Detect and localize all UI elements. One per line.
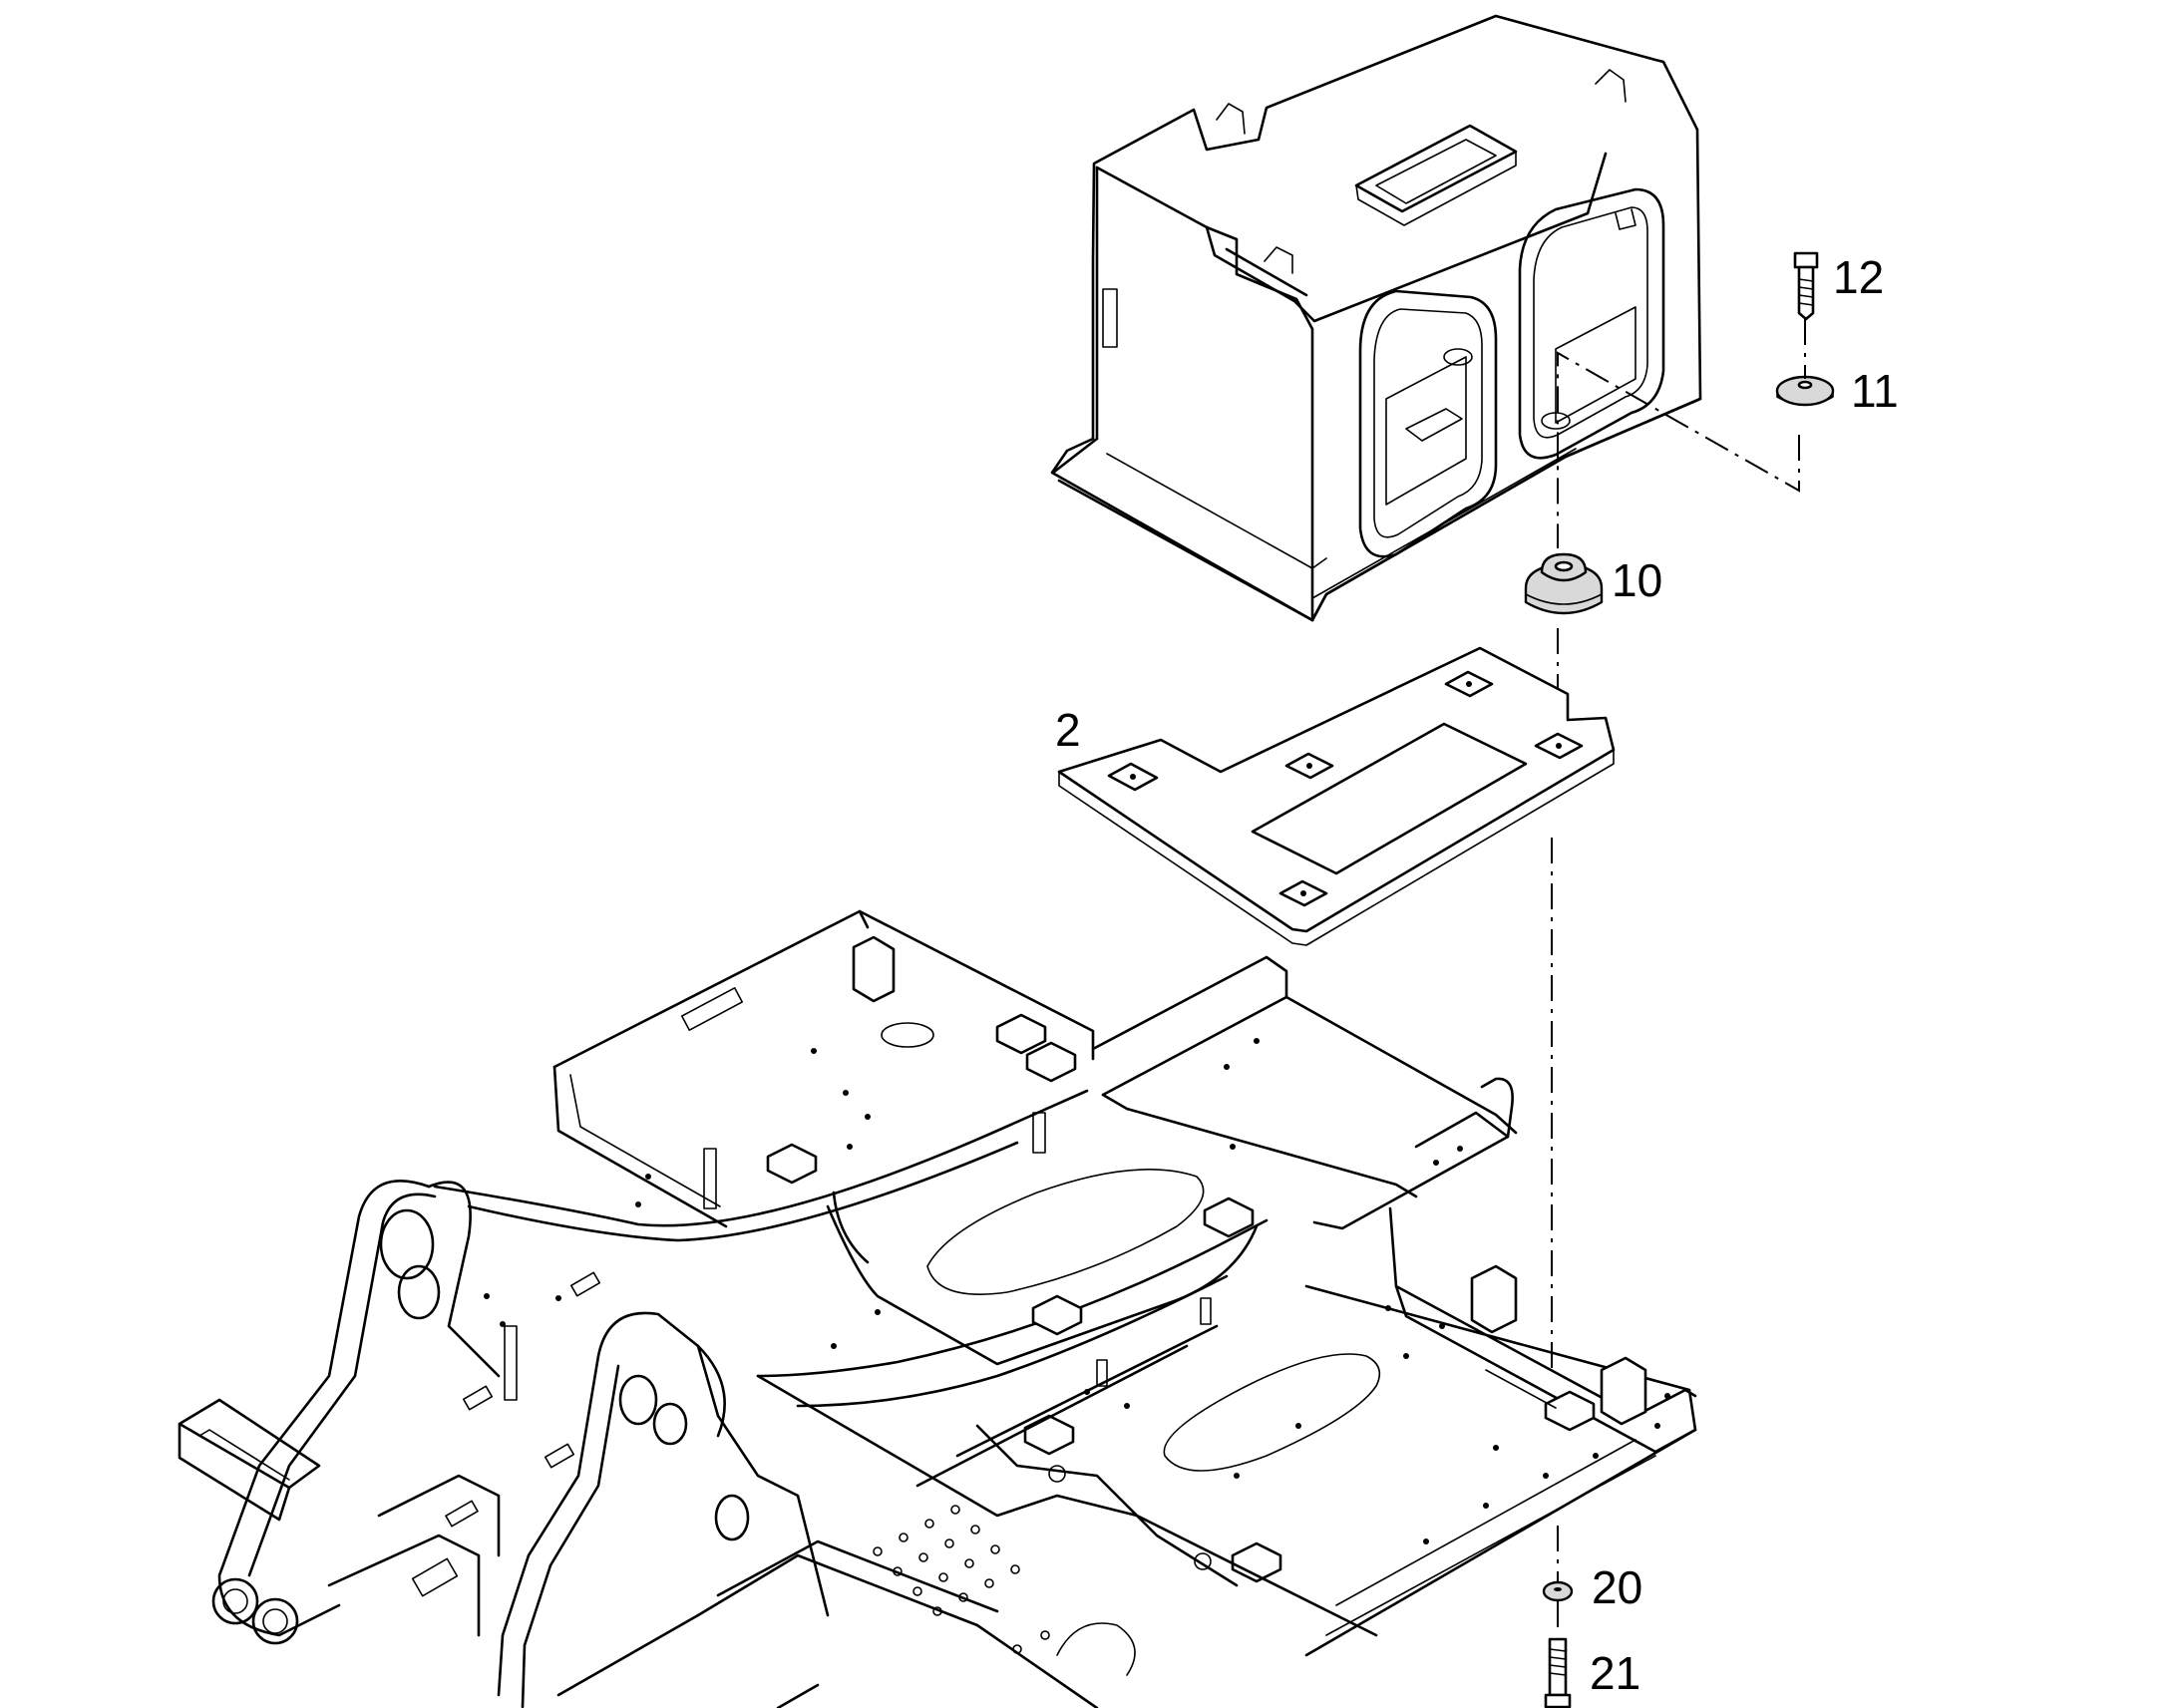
- callout-11: 11: [1851, 365, 1899, 417]
- callout-21: 21: [1590, 1647, 1640, 1699]
- washer-20: [1542, 1580, 1574, 1602]
- callout-20: 20: [1592, 1561, 1642, 1613]
- frame-holes: [484, 1038, 1670, 1544]
- callout-2: 2: [1055, 704, 1081, 756]
- rubber-mount-10: [1524, 552, 1604, 615]
- bolt-12: [1793, 251, 1819, 321]
- callouts: 12 11 10 2 20 21: [1055, 251, 1899, 1699]
- bolt-21: [1544, 1637, 1572, 1708]
- boom-mount: [178, 1180, 1136, 1708]
- floor-plate-2: [1057, 646, 1616, 946]
- floor-holes: [873, 1505, 1050, 1654]
- upper-frame: [433, 909, 1697, 1657]
- callout-10: 10: [1612, 554, 1662, 606]
- assembly-centerlines: [1551, 319, 1806, 1635]
- callout-12: 12: [1833, 251, 1884, 303]
- cab-enclosure: [1050, 14, 1702, 622]
- washer-11: [1775, 375, 1835, 407]
